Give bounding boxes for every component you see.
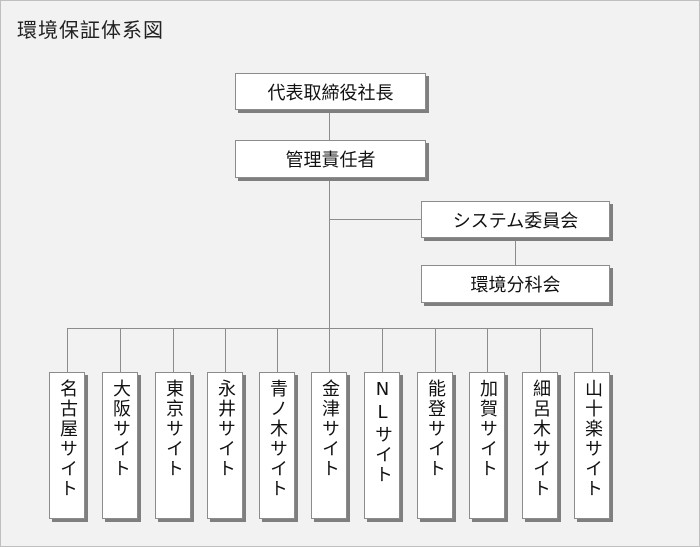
site-label: 名古屋サイト xyxy=(57,379,78,499)
site-label: 金津サイト xyxy=(319,379,340,479)
site-label: 永井サイト xyxy=(215,379,236,479)
site-label: 加賀サイト xyxy=(477,379,498,479)
diagram-title: 環境保証体系図 xyxy=(17,18,164,42)
site-connector xyxy=(487,328,488,372)
site-box: 山十楽サイト xyxy=(574,372,610,519)
site-label: 東京サイト xyxy=(163,379,184,479)
site-connector xyxy=(540,328,541,372)
president-box: 代表取締役社長 xyxy=(235,73,426,110)
site-box: 青ノ木サイト xyxy=(259,372,295,519)
site-connector xyxy=(67,328,68,372)
environment-subcommittee-box: 環境分科会 xyxy=(421,265,610,303)
site-connector xyxy=(382,328,383,372)
site-box: 永井サイト xyxy=(207,372,243,519)
site-connector xyxy=(592,328,593,372)
system-committee-box: システム委員会 xyxy=(421,201,610,238)
site-connector xyxy=(225,328,226,372)
connector-president-manager xyxy=(329,110,330,140)
site-box: 東京サイト xyxy=(155,372,191,519)
site-label: 山十楽サイト xyxy=(582,379,603,499)
site-connector xyxy=(277,328,278,372)
site-box: 能登サイト xyxy=(417,372,453,519)
site-label: 青ノ木サイト xyxy=(267,379,288,499)
site-box: 加賀サイト xyxy=(469,372,505,519)
site-connector xyxy=(329,328,330,372)
site-label: 大阪サイト xyxy=(110,379,131,479)
manager-box: 管理責任者 xyxy=(235,140,426,178)
site-label: 能登サイト xyxy=(425,379,446,479)
connector-committee-subcommittee xyxy=(515,238,516,265)
site-box: 細呂木サイト xyxy=(522,372,558,519)
connector-to-committee xyxy=(329,219,421,220)
site-box: 名古屋サイト xyxy=(49,372,85,519)
site-box: 大阪サイト xyxy=(102,372,138,519)
site-box: 金津サイト xyxy=(311,372,347,519)
connector-manager-trunk xyxy=(329,178,330,328)
site-label: NLサイト xyxy=(372,379,393,485)
site-label: 細呂木サイト xyxy=(530,379,551,499)
site-connector xyxy=(120,328,121,372)
site-connector xyxy=(173,328,174,372)
site-box: NLサイト xyxy=(364,372,400,519)
site-connector xyxy=(435,328,436,372)
